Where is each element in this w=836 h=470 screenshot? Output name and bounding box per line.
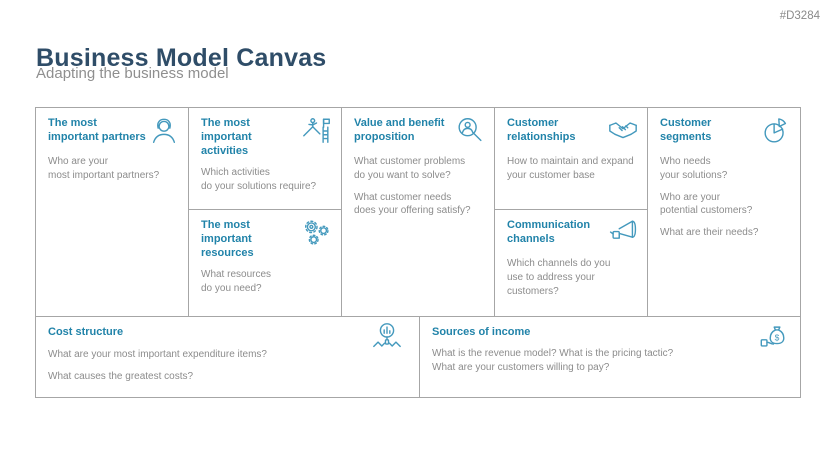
cell-text: Which channels do you use to address you… xyxy=(507,258,611,297)
cell-text: What are your most important expenditure… xyxy=(48,348,267,360)
money-bag-icon: $ xyxy=(758,321,790,353)
document-id-tag: #D3284 xyxy=(779,10,820,22)
cell-text: Which activities do your solutions requi… xyxy=(201,167,317,193)
cell-title: The most important activities xyxy=(201,117,252,157)
cell-activities: The most important activities Which acti… xyxy=(188,107,341,209)
cell-text: What customer problems do you want to so… xyxy=(354,156,466,181)
cell-text: What is the revenue model? What is the p… xyxy=(432,347,674,373)
cell-title: Customer segments xyxy=(660,117,712,143)
cell-text: Who are your potential customers? xyxy=(660,191,753,217)
chart-magnifier-icon xyxy=(371,321,403,353)
cell-customer-segments: Customer segments Who needs your solutio… xyxy=(647,107,800,316)
cell-sources-of-income: Sources of income $ What is the revenue … xyxy=(419,316,800,397)
person-magnifier-icon xyxy=(454,115,486,147)
business-model-canvas-grid: The most important partners Who are your… xyxy=(35,107,801,398)
cell-title: Cost structure xyxy=(48,326,124,338)
cell-communication-channels: Communication channels Which channels do… xyxy=(494,209,647,316)
cell-title: The most important resources xyxy=(201,219,254,259)
cell-text: What are their needs? xyxy=(660,227,759,239)
cell-partners: The most important partners Who are your… xyxy=(35,107,188,316)
cell-text: What resources do you need? xyxy=(201,269,272,295)
cell-resources: The most important resources What resour… xyxy=(188,209,341,316)
cell-title: Customer relationships xyxy=(507,117,576,143)
page-title: Business Model Canvas xyxy=(36,43,327,72)
cell-title: Sources of income xyxy=(432,326,531,338)
cell-text: What customer needs does your offering s… xyxy=(354,191,471,217)
cell-text: Who needs your solutions? xyxy=(660,156,728,181)
cell-text: How to maintain and expand your customer… xyxy=(507,156,634,181)
cell-customer-relationships: Customer relationships How to maintain a… xyxy=(494,107,647,209)
cell-title: Communication channels xyxy=(507,219,591,245)
page-subtitle: Adapting the business model xyxy=(36,65,229,82)
cell-text: Who are your most important partners? xyxy=(48,156,160,181)
cell-text: What causes the greatest costs? xyxy=(48,370,194,382)
cell-cost-structure: Cost structure What are your most import… xyxy=(35,316,419,397)
cell-title: Value and benefit proposition xyxy=(354,117,445,143)
megaphone-icon xyxy=(607,217,639,249)
gears-icon xyxy=(301,217,333,249)
person-icon xyxy=(148,115,180,147)
pie-chart-icon xyxy=(760,115,792,147)
mountain-climb-icon xyxy=(301,115,333,147)
cell-value-proposition: Value and benefit proposition What custo… xyxy=(341,107,494,316)
cell-title: The most important partners xyxy=(48,117,146,143)
svg-text:$: $ xyxy=(775,332,780,342)
handshake-icon xyxy=(607,115,639,147)
